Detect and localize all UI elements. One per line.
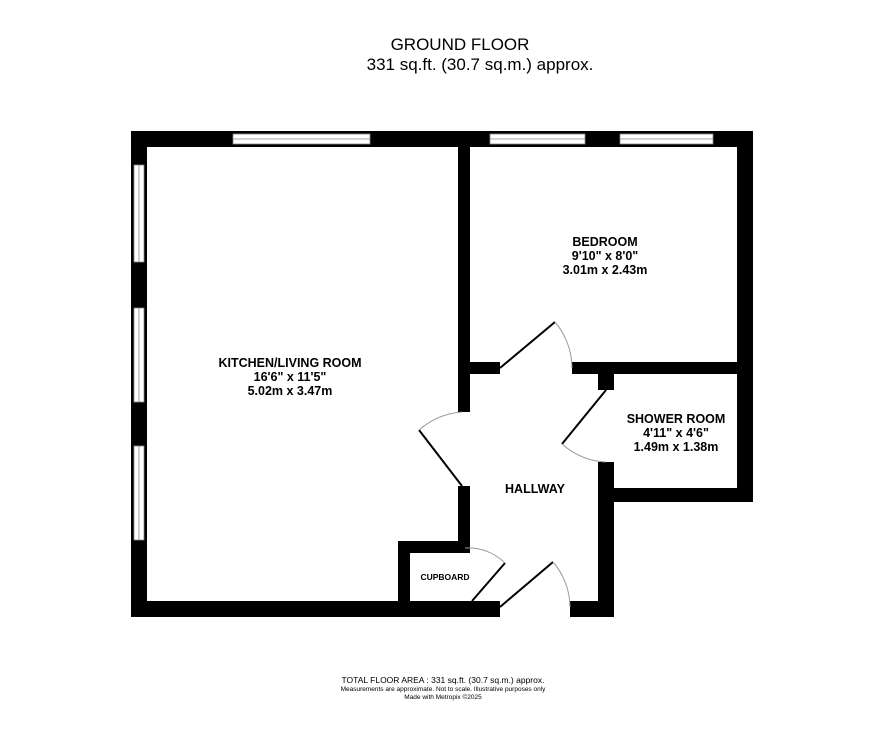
room-imperial: 16'6" x 11'5" <box>253 370 327 384</box>
room-metric: 1.49m x 1.38m <box>633 440 719 454</box>
room-imperial: 9'10" x 8'0" <box>571 249 639 263</box>
room-imperial: 4'11" x 4'6" <box>643 426 709 440</box>
hallway-label: HALLWAY <box>505 482 565 496</box>
room-name: BEDROOM <box>572 235 638 249</box>
disclaimer: Measurements are approximate. Not to sca… <box>340 686 546 693</box>
kitchen-label: KITCHEN/LIVING ROOM 16'6" x 11'5" 5.02m … <box>200 356 380 398</box>
floor-area: 331 sq.ft. (30.7 sq.m.) approx. <box>366 55 594 74</box>
credit: Made with Metropix ©2025 <box>404 694 482 701</box>
doors <box>418 321 607 608</box>
room-metric: 3.01m x 2.43m <box>562 263 648 277</box>
windows <box>133 133 714 541</box>
room-metric: 5.02m x 3.47m <box>247 384 333 398</box>
total-floor-area: TOTAL FLOOR AREA : 331 sq.ft. (30.7 sq.m… <box>341 675 545 685</box>
shower-room-label: SHOWER ROOM 4'11" x 4'6" 1.49m x 1.38m <box>615 412 737 454</box>
room-name: SHOWER ROOM <box>626 412 726 426</box>
floor-title: GROUND FLOOR <box>390 35 530 54</box>
room-name: KITCHEN/LIVING ROOM <box>218 356 362 370</box>
bedroom-label: BEDROOM 9'10" x 8'0" 3.01m x 2.43m <box>535 235 675 277</box>
cupboard-label: CUPBOARD <box>420 572 470 582</box>
